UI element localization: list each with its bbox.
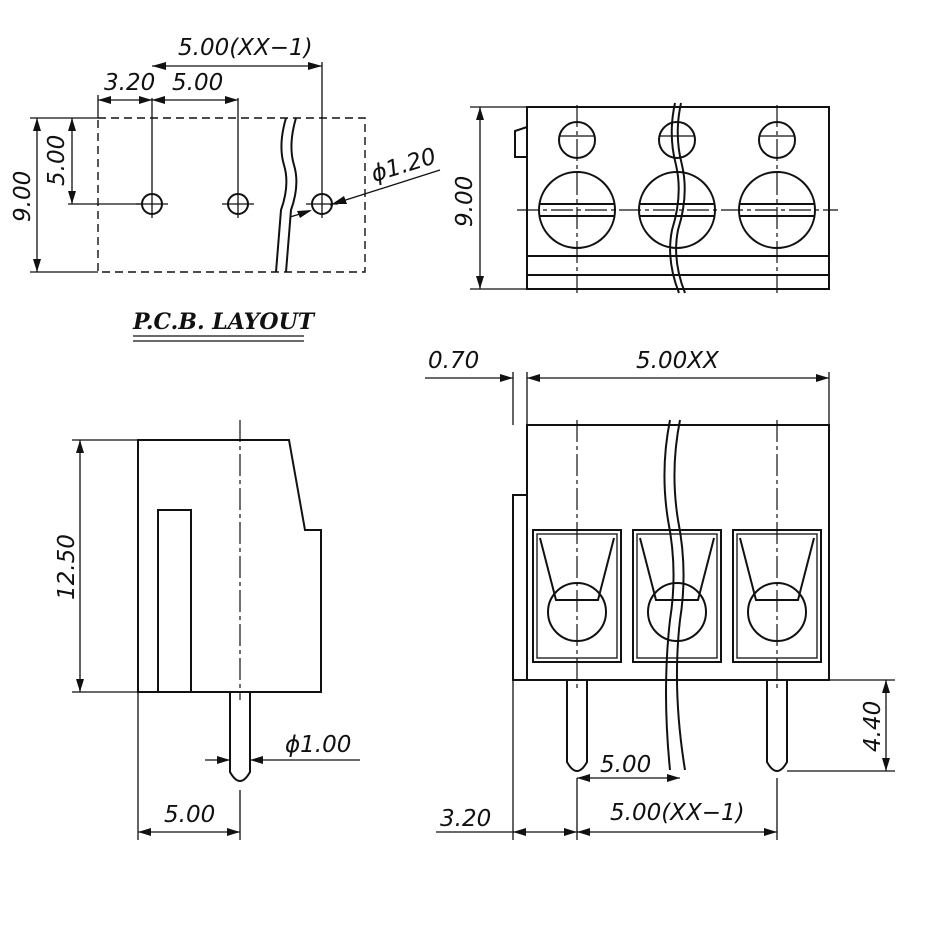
dim-top-height: 9.00	[452, 176, 478, 227]
dim-side-pin-dia: ϕ1.00	[285, 732, 351, 758]
dim-pcb-row-offset: 5.00	[44, 135, 70, 186]
side-view-body	[137, 439, 322, 693]
pcb-hole-1	[136, 98, 168, 218]
front-view-wall	[512, 494, 527, 681]
top-view: 9.00	[452, 102, 838, 294]
dim-pcb-pitch-total: 5.00(XX−1)	[178, 35, 313, 61]
top-view-break-line-a	[669, 102, 680, 294]
dim-pcb-height: 9.00	[10, 171, 36, 222]
dim-front-edge-offset: 3.20	[440, 806, 491, 832]
leader-pcb-hole-dia	[329, 169, 441, 206]
top-view-wire-entry-1	[558, 121, 596, 159]
top-view-latch	[514, 126, 528, 158]
dim-pcb-pitch: 5.00	[172, 70, 223, 96]
top-view-break-line-b	[675, 102, 686, 294]
pcb-break-line-left	[275, 117, 288, 273]
pcb-break-line-right	[285, 117, 298, 273]
front-view-pin-1	[566, 680, 588, 772]
dim-pcb-edge-offset: 3.20	[104, 70, 155, 96]
pcb-layout-title: P.C.B. LAYOUT	[132, 309, 316, 335]
dim-front-pin-length: 4.40	[860, 701, 886, 752]
pcb-hole-3	[306, 62, 338, 218]
front-view-break-line-b	[673, 419, 686, 771]
dim-side-pin-offset: 5.00	[164, 802, 215, 828]
top-view-wire-entry-3	[758, 121, 796, 159]
front-view-cell-2	[632, 529, 722, 663]
top-view-screw-1	[538, 171, 616, 249]
dim-side-height: 12.50	[54, 534, 80, 600]
dim-front-pitch-total: 5.00(XX−1)	[610, 800, 745, 826]
side-view-pin	[229, 692, 251, 782]
pcb-layout-view: 5.00(XX−1) 3.20 5.00 5.00 9.00 ϕ1.20 P.C…	[10, 35, 441, 342]
front-view: 0.70 5.00XX 4.40 5.00 3.20 5.00(XX−1)	[425, 348, 895, 840]
dim-front-pitch: 5.00	[600, 752, 651, 778]
front-view-pin-3	[766, 680, 788, 772]
side-view: 12.50 ϕ1.00 5.00	[54, 420, 360, 840]
front-view-break-line-a	[663, 419, 675, 771]
dim-front-wall: 0.70	[428, 348, 479, 374]
top-view-screw-3	[738, 171, 816, 249]
side-view-slot	[157, 509, 192, 693]
pcb-hole-2	[222, 98, 254, 218]
dim-front-width-total: 5.00XX	[636, 348, 720, 374]
pcb-footprint-outline	[97, 117, 366, 273]
